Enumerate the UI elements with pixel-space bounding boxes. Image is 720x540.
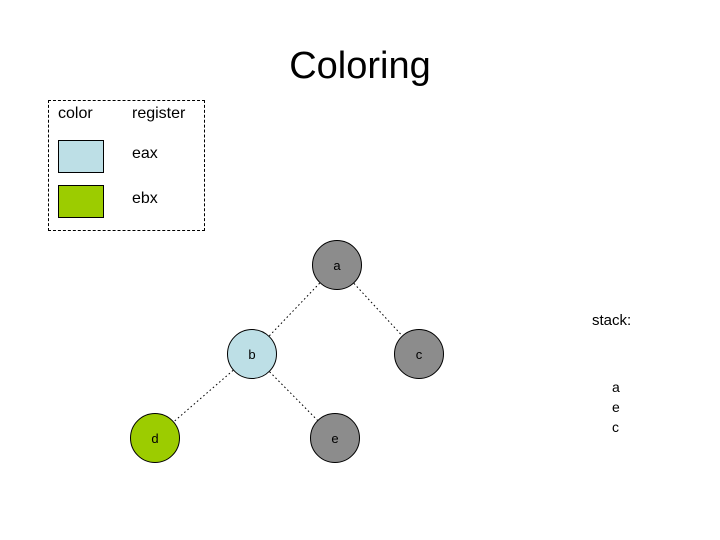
legend-color-swatch [58,185,104,218]
graph-node-label: a [333,257,341,273]
graph-edge-a-c [353,283,403,336]
legend-register-label: ebx [132,190,158,207]
stack-list: a e c [612,377,652,437]
legend-row: ebx [49,182,206,222]
graph-node-label: d [151,430,159,446]
legend-row: eax [49,137,206,177]
stack-item: c [612,419,619,435]
legend-header-register: register [132,105,186,122]
graph-node-c[interactable]: c [394,329,444,379]
graph-edge-b-d [173,369,234,423]
page-title: Coloring [289,45,431,87]
color-register-legend: color register eax ebx [48,100,205,231]
stack-item: e [612,399,620,415]
graph-edge-b-e [269,371,318,421]
graph-node-a[interactable]: a [312,240,362,290]
graph-node-label: c [415,346,423,362]
graph-node-label: b [248,346,256,362]
graph-node-label: e [331,430,339,446]
graph-node-e[interactable]: e [310,413,360,463]
graph-node-d[interactable]: d [130,413,180,463]
legend-header-color: color [58,105,93,122]
graph-edge-a-b [268,282,321,337]
stack-heading: stack: [592,312,632,329]
graph-node-b[interactable]: b [227,329,277,379]
legend-register-label: eax [132,145,158,162]
legend-color-swatch [58,140,104,173]
stack-item: a [612,379,620,395]
